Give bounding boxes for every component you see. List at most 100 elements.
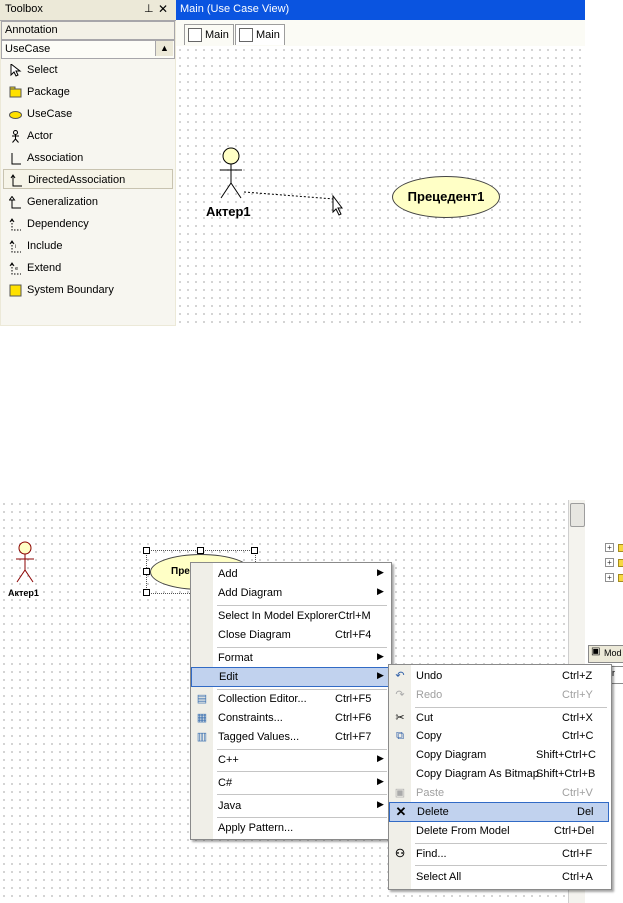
menu-item-select-in-model-explorer[interactable]: Select In Model Explorer Ctrl+M	[191, 607, 389, 626]
menu-item-edit[interactable]: Edit ▶	[191, 667, 389, 687]
resize-handle[interactable]	[143, 568, 150, 575]
toolbox-item-label: Dependency	[27, 218, 89, 230]
actor-figure[interactable]	[220, 147, 242, 199]
menu-item-add[interactable]: Add ▶	[191, 565, 389, 584]
toolbox-item-label: Association	[27, 152, 84, 164]
resize-handle[interactable]	[197, 547, 204, 554]
paste-icon: ▣	[394, 787, 406, 799]
actor-figure[interactable]	[0, 500, 60, 590]
menu-item-select-all[interactable]: Select All Ctrl+A	[389, 868, 609, 887]
menu-item-java[interactable]: Java ▶	[191, 797, 389, 816]
toolbox-item-directed-association[interactable]: DirectedAssociation	[3, 169, 173, 189]
toolbox-item-system-boundary[interactable]: System Boundary	[3, 280, 173, 300]
menu-item-tagged-values[interactable]: ▥ Tagged Values... Ctrl+F7	[191, 728, 389, 747]
menu-item-csharp[interactable]: C# ▶	[191, 774, 389, 793]
toolbox-item-list: Select Package UseCase Actor Association…	[1, 59, 175, 325]
menu-item-undo[interactable]: ↶ Undo Ctrl+Z	[389, 667, 609, 686]
package-icon	[618, 544, 623, 552]
menu-separator	[217, 749, 387, 750]
menu-item-cpp[interactable]: C++ ▶	[191, 751, 389, 770]
menu-item-shortcut: Del	[577, 806, 594, 818]
collapse-up-icon[interactable]: ▲	[155, 41, 173, 56]
menu-item-label: Select In Model Explorer	[218, 610, 338, 622]
collection-editor-icon: ▤	[196, 693, 208, 705]
toolbox-item-dependency[interactable]: Dependency	[3, 214, 173, 234]
tab-main-1[interactable]: Main	[184, 24, 234, 45]
toolbox-group-usecase[interactable]: UseCase ▲	[1, 40, 175, 59]
toolbox-item-association[interactable]: Association	[3, 148, 173, 168]
menu-item-apply-pattern[interactable]: Apply Pattern...	[191, 819, 389, 838]
toolbox-item-generalization[interactable]: Generalization	[3, 192, 173, 212]
diagram-canvas[interactable]: Актер1 Прецедент1	[176, 46, 585, 326]
menu-separator	[217, 647, 387, 648]
toolbox-item-label: Generalization	[27, 196, 98, 208]
tagged-values-icon: ▥	[196, 731, 208, 743]
toolbox-title-bar: Toolbox ⊥ ✕	[0, 0, 176, 21]
menu-item-delete[interactable]: ✕ Delete Del	[389, 802, 609, 822]
menu-item-close-diagram[interactable]: Close Diagram Ctrl+F4	[191, 626, 389, 645]
actor-label: Актер1	[8, 588, 39, 598]
menu-item-paste[interactable]: ▣ Paste Ctrl+V	[389, 784, 609, 803]
toolbox-group-annotation[interactable]: Annotation	[1, 21, 175, 40]
include-icon: i	[9, 240, 21, 253]
menu-item-copy[interactable]: ⧉ Copy Ctrl+C	[389, 727, 609, 746]
menu-item-label: Close Diagram	[218, 629, 291, 641]
resize-handle[interactable]	[251, 547, 258, 554]
copy-icon: ⧉	[396, 730, 404, 742]
menu-item-delete-from-model[interactable]: Delete From Model Ctrl+Del	[389, 822, 609, 841]
svg-text:e: e	[15, 266, 18, 272]
menu-item-cut[interactable]: ✂ Cut Ctrl+X	[389, 709, 609, 728]
menu-separator	[217, 689, 387, 690]
toolbox-item-label: Extend	[27, 262, 62, 274]
resize-handle[interactable]	[143, 547, 150, 554]
menu-item-constraints[interactable]: ▦ Constraints... Ctrl+F6	[191, 709, 389, 728]
close-icon[interactable]: ✕	[158, 2, 169, 16]
toolbox-item-label: Package	[27, 86, 70, 98]
submenu-arrow-icon: ▶	[377, 567, 384, 577]
usecase-node[interactable]: Прецедент1	[392, 176, 500, 218]
tree-expand-icon[interactable]: +	[605, 558, 614, 567]
menu-item-redo[interactable]: ↷ Redo Ctrl+Y	[389, 686, 609, 705]
toolbox-item-usecase[interactable]: UseCase	[3, 104, 173, 124]
menu-gutter	[191, 563, 213, 839]
menu-item-label: Collection Editor...	[218, 693, 307, 705]
top-screenshot: Toolbox ⊥ ✕ Annotation UseCase ▲ Select …	[0, 0, 585, 326]
menu-item-format[interactable]: Format ▶	[191, 649, 389, 668]
tab-model-explorer[interactable]: ▣ Mod	[588, 645, 623, 663]
menu-item-label: Paste	[416, 787, 445, 799]
menu-item-label: Format	[218, 652, 253, 664]
toolbox-item-label: Select	[27, 64, 58, 76]
mouse-cursor-icon	[332, 194, 343, 216]
menu-separator	[415, 865, 607, 866]
menu-item-copy-diagram[interactable]: Copy Diagram Shift+Ctrl+C	[389, 746, 609, 765]
association-icon	[11, 153, 21, 165]
binoculars-icon: ⚇	[395, 848, 405, 860]
menu-item-label: Find...	[416, 848, 447, 860]
directed-association-rubberband	[243, 191, 335, 200]
group-label: Annotation	[5, 24, 58, 36]
toolbox-item-extend[interactable]: e Extend	[3, 258, 173, 278]
actor-label: Актер1	[206, 204, 251, 219]
menu-item-label: Add	[218, 568, 238, 580]
toolbox-item-actor[interactable]: Actor	[3, 126, 173, 146]
menu-item-collection-editor[interactable]: ▤ Collection Editor... Ctrl+F5	[191, 690, 389, 709]
tree-expand-icon[interactable]: +	[605, 543, 614, 552]
toolbox-item-package[interactable]: Package	[3, 82, 173, 102]
diagram-window: Main (Use Case View) Main Main	[176, 0, 585, 326]
diagram-tab-strip: Main Main	[176, 20, 585, 47]
tree-expand-icon[interactable]: +	[605, 573, 614, 582]
pin-icon[interactable]: ⊥	[144, 3, 154, 15]
menu-item-find[interactable]: ⚇ Find... Ctrl+F	[389, 845, 609, 864]
resize-handle[interactable]	[143, 589, 150, 596]
menu-item-shortcut: Ctrl+Z	[562, 670, 593, 682]
group-label: UseCase	[5, 43, 51, 55]
menu-item-copy-diagram-as-bitmap[interactable]: Copy Diagram As Bitmap Shift+Ctrl+B	[389, 765, 609, 784]
menu-item-label: Java	[218, 800, 242, 812]
menu-item-add-diagram[interactable]: Add Diagram ▶	[191, 584, 389, 603]
diagram-icon	[239, 28, 253, 42]
scrollbar-thumb[interactable]	[570, 503, 585, 527]
tab-label: Main	[205, 29, 229, 41]
toolbox-item-include[interactable]: i Include	[3, 236, 173, 256]
toolbox-item-select[interactable]: Select	[3, 60, 173, 80]
tab-main-2[interactable]: Main	[235, 24, 285, 45]
